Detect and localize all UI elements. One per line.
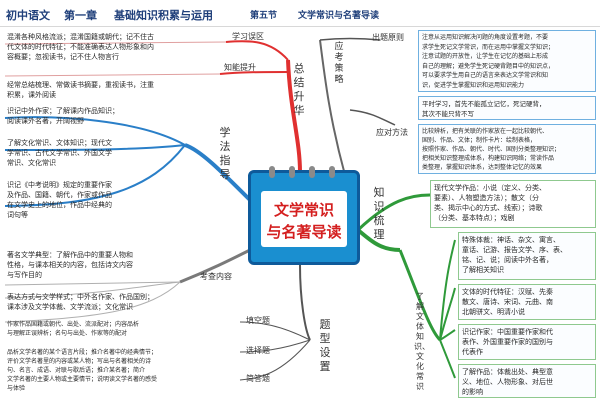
summary-label: 总结升华 — [293, 62, 305, 117]
improve-label: 知能提升 — [224, 63, 256, 72]
center-topic-card: 文学常识 与名著导读 — [248, 166, 360, 265]
binder-ring — [269, 166, 275, 178]
coping-method-text: 比较辨析，把有关联的作家放在一起比较朝代、 国别、作品、文体；制作卡片：绘制表格… — [418, 124, 596, 174]
exam-content-label: 考查内容 — [200, 272, 232, 281]
culture-box-3: 识记作家：中国重要作家和代 表作、外国重要作家的国别与 代表作 — [458, 324, 596, 360]
strategy-label: 应考策略 — [334, 42, 344, 85]
exam-box-1: 著名文学典型：了解作品中的重要人物和 性格，与课本相关的内容，包括诗文内容 与写… — [7, 251, 133, 279]
method-guide-label: 学法指导 — [219, 126, 231, 181]
binder-ring — [309, 166, 315, 178]
knowledge-label: 知识梳理 — [373, 186, 385, 241]
mistakes-label: 学习误区 — [232, 32, 264, 41]
mistakes-text: 混淆各种风格流派；混淆国籍或朝代；记不住古 代文体的时代特征；不能准确表达人物形… — [7, 33, 154, 61]
principle-text: 注意从运用知识解决问题的角度设置考题，不要 求学生死记文学常识，而在运用中掌握文… — [418, 30, 596, 92]
method-box-1: 识记中外作家；了解课内作品知识； 阅读课外名著，开阔视野 — [7, 107, 119, 125]
attitude-text: 平时学习，首先不能孤立记忆，死记硬背， 其次不能只背不写 — [418, 96, 596, 120]
culture-box-4: 了解作品：体裁出处、典型意 义、地位、人物形象、对后世 的影响 — [458, 364, 596, 398]
center-title-line2: 与名著导读 — [266, 223, 342, 241]
modern-literature-text: 现代文学作品：小说（定义、分类、 要素）、人物塑造方法）；散文（分 类、揭示中心… — [430, 180, 596, 228]
question-multiple-choice: 选择题 — [246, 346, 270, 355]
question-short-answer: 简答题 — [246, 374, 270, 383]
header-subject: 初中语文 — [6, 9, 50, 22]
header-chapter-title: 基础知识积累与运用 — [114, 9, 213, 22]
coping-method-label: 应对方法 — [376, 128, 408, 137]
header-section: 第五节 — [250, 11, 278, 21]
exam-box-4: 品析文学名著的某个语言片段；推介名著中的经典情节； 评价文学名著里的内容或某人物… — [7, 349, 158, 392]
center-topic-panel: 文学常识 与名著导读 — [261, 191, 347, 247]
header-chapter: 第一章 — [64, 9, 97, 22]
binder-ring — [289, 166, 295, 178]
method-box-2: 了解文化常识、文体知识；现代文 学常识、古代文学常识、外国文学 常识、文化常识 — [7, 139, 112, 167]
question-fill-blank: 填空题 — [246, 316, 270, 325]
header-section-title: 文学常识与名著导读 — [298, 11, 380, 21]
binder-ring — [329, 166, 335, 178]
page-header: 初中语文 第一章 基础知识积累与运用 第五节 文学常识与名著导读 — [0, 0, 600, 27]
culture-box-1: 特殊体裁：神话、杂文、寓言、 童话、记游、报告文学、序、表、 铭、记、说；阅读中… — [458, 232, 596, 280]
culture-box-2: 文体的时代特征：汉赋、先秦 散文、唐诗、宋词、元曲、南 北朝骈文、明清小说 — [458, 284, 596, 320]
improve-text: 经常总结梳理、常做读书摘要，重视读书，注重 积累，课外阅读 — [7, 81, 154, 99]
culture-label: 了解文体知识、文化常识 — [414, 292, 430, 391]
exam-box-3: 作家作品国籍或朝代、出处、流派配对；内容品析 与理解正误辨析；名句与出处、作家等… — [7, 321, 140, 337]
exam-box-2: 表达方式与文学样式；中外名作家、作品国别； 课本涉及文学体裁、文学流派；文化常识 — [7, 293, 154, 311]
principle-label: 出题原则 — [372, 33, 404, 42]
question-type-label: 题型设置 — [319, 318, 331, 373]
method-box-3: 识记《中考说明》规定的重要作家 及作品、国籍、朝代，作家或作品 在文学史上的地位… — [7, 181, 112, 219]
center-title-line1: 文学常识 — [273, 201, 334, 219]
